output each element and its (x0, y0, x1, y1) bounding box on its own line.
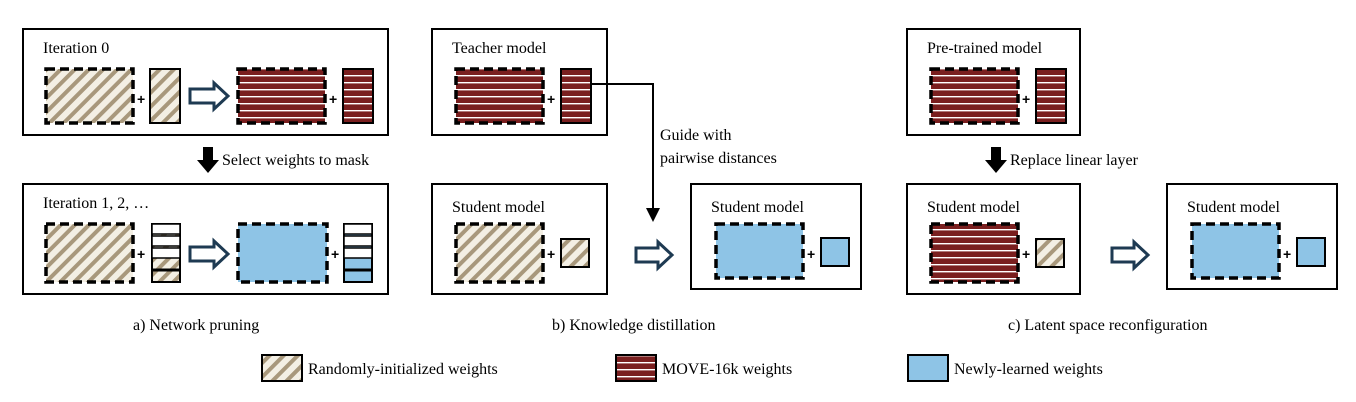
plus-sign: + (1022, 246, 1030, 262)
panel-knowledge-distillation: Teacher model + Guide with pairwise dist… (431, 28, 862, 334)
caption-network-pruning: a) Network pruning (133, 317, 259, 334)
caption-latent-space-reconfiguration: c) Latent space reconfiguration (1008, 317, 1207, 334)
new-weights-block (1190, 222, 1281, 280)
move-bias-block (560, 68, 592, 124)
student-model-title: Student model (1187, 199, 1280, 216)
select-weights-label: Select weights to mask (222, 152, 369, 169)
move-weights-block (929, 67, 1020, 125)
new-bias-block (1296, 237, 1326, 267)
replace-linear-layer-label: Replace linear layer (1010, 152, 1139, 169)
plus-sign: + (547, 246, 555, 262)
teacher-model-title: Teacher model (452, 40, 547, 57)
down-arrow-icon (985, 147, 1007, 173)
plus-sign: + (1022, 91, 1030, 107)
plus-sign: + (547, 91, 555, 107)
new-weights-block (714, 222, 805, 280)
plus-sign: + (137, 91, 145, 107)
new-weights-block (236, 222, 329, 284)
random-weights-block (44, 222, 135, 284)
random-bias-block (560, 238, 590, 268)
random-bias-block (1035, 238, 1065, 268)
plus-sign: + (1283, 246, 1291, 262)
panel-latent-space-reconfiguration: Pre-trained model + Replace linear layer… (906, 28, 1338, 334)
down-arrow-icon (197, 147, 219, 173)
legend-swatch-new (907, 354, 949, 382)
move-weights-block (236, 67, 327, 125)
iteration-n-title: Iteration 1, 2, … (43, 195, 149, 212)
plus-sign: + (137, 246, 145, 262)
move-bias-block (1035, 68, 1067, 124)
random-bias-block (149, 68, 181, 124)
move-bias-block (342, 68, 374, 124)
plus-sign: + (329, 91, 337, 107)
random-weights-block (454, 222, 545, 284)
move-weights-block (454, 67, 545, 125)
random-weights-block (44, 67, 135, 125)
move-weights-block (929, 222, 1020, 284)
student-model-title: Student model (452, 199, 545, 216)
legend-swatch-random (261, 354, 303, 382)
legend-label-move: MOVE-16k weights (662, 361, 792, 378)
plus-sign: + (331, 246, 339, 262)
guide-label-line1: Guide with (660, 127, 732, 144)
hollow-arrow-icon (188, 79, 231, 113)
hollow-arrow-icon (1110, 238, 1151, 272)
hollow-arrow-icon (188, 237, 231, 271)
student-model-title: Student model (927, 199, 1020, 216)
panel-network-pruning: Iteration 0 + + Select weights to mask I… (22, 28, 389, 334)
legend: Randomly-initialized weights MOVE-16k we… (261, 354, 1103, 382)
legend-label-random: Randomly-initialized weights (308, 361, 498, 378)
iteration-0-title: Iteration 0 (43, 40, 109, 57)
guide-label-line2: pairwise distances (660, 150, 777, 167)
legend-swatch-move (615, 354, 657, 382)
plus-sign: + (807, 246, 815, 262)
masked-new-bias-block (343, 223, 373, 283)
student-model-title: Student model (711, 199, 804, 216)
pretrained-model-title: Pre-trained model (927, 40, 1043, 57)
new-bias-block (820, 237, 850, 267)
masked-random-bias-block (151, 223, 181, 283)
caption-knowledge-distillation: b) Knowledge distillation (552, 317, 716, 334)
legend-label-new: Newly-learned weights (954, 361, 1103, 378)
guide-arrow (591, 83, 660, 222)
hollow-arrow-icon (634, 238, 675, 272)
